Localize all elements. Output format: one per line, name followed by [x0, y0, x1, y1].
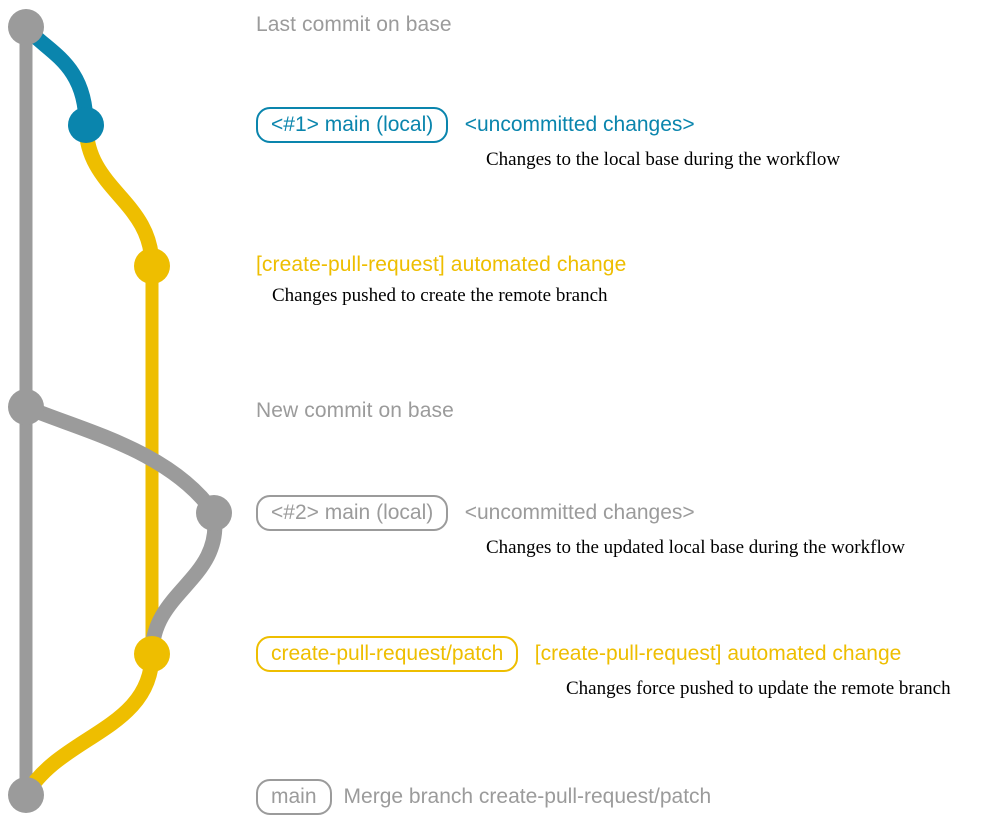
badge-patch-2[interactable]: create-pull-request/patch — [256, 636, 519, 672]
badge-local-2[interactable]: <#2> main (local) — [256, 495, 449, 531]
node-local-1 — [68, 107, 104, 143]
row-patch-2: create-pull-request/patch [create-pull-r… — [256, 636, 951, 700]
node-patch-2 — [134, 636, 170, 672]
patch-2-subtitle: Changes force pushed to update the remot… — [566, 678, 951, 699]
badge-local-1[interactable]: <#1> main (local) — [256, 107, 449, 143]
branch-yellow-merge-line — [18, 646, 160, 803]
badge-merge-main[interactable]: main — [256, 779, 332, 815]
node-base-new — [8, 389, 44, 425]
row-local-1: <#1> main (local) <uncommitted changes> … — [256, 107, 840, 171]
row-new-commit: New commit on base — [256, 399, 454, 423]
local-2-title: <uncommitted changes> — [464, 501, 695, 524]
merge-title: Merge branch create-pull-request/patch — [343, 785, 712, 808]
local-1-subtitle: Changes to the local base during the wor… — [486, 149, 841, 170]
local-2-subtitle: Changes to the updated local base during… — [486, 537, 905, 558]
node-local-2 — [196, 495, 232, 531]
patch-1-title: [create-pull-request] automated change — [256, 253, 627, 276]
patch-1-subtitle: Changes pushed to create the remote bran… — [272, 285, 608, 306]
node-patch-1 — [134, 248, 170, 284]
patch-2-title: [create-pull-request] automated change — [534, 642, 902, 665]
branch-yellow-upper-line — [78, 117, 160, 274]
row-local-2: <#2> main (local) <uncommitted changes> … — [256, 495, 905, 559]
row-patch-1: [create-pull-request] automated change C… — [256, 253, 626, 307]
row-last-commit: Last commit on base — [256, 13, 452, 37]
new-commit-heading: New commit on base — [256, 399, 454, 422]
node-base-head — [8, 9, 44, 45]
local-1-title: <uncommitted changes> — [464, 113, 695, 136]
node-merge-commit — [8, 777, 44, 813]
branch-gray-local2-in-line — [18, 399, 222, 521]
last-commit-heading: Last commit on base — [256, 13, 452, 36]
branch-gray-local2-out-line — [144, 505, 223, 662]
row-merge: main Merge branch create-pull-request/pa… — [256, 779, 711, 815]
